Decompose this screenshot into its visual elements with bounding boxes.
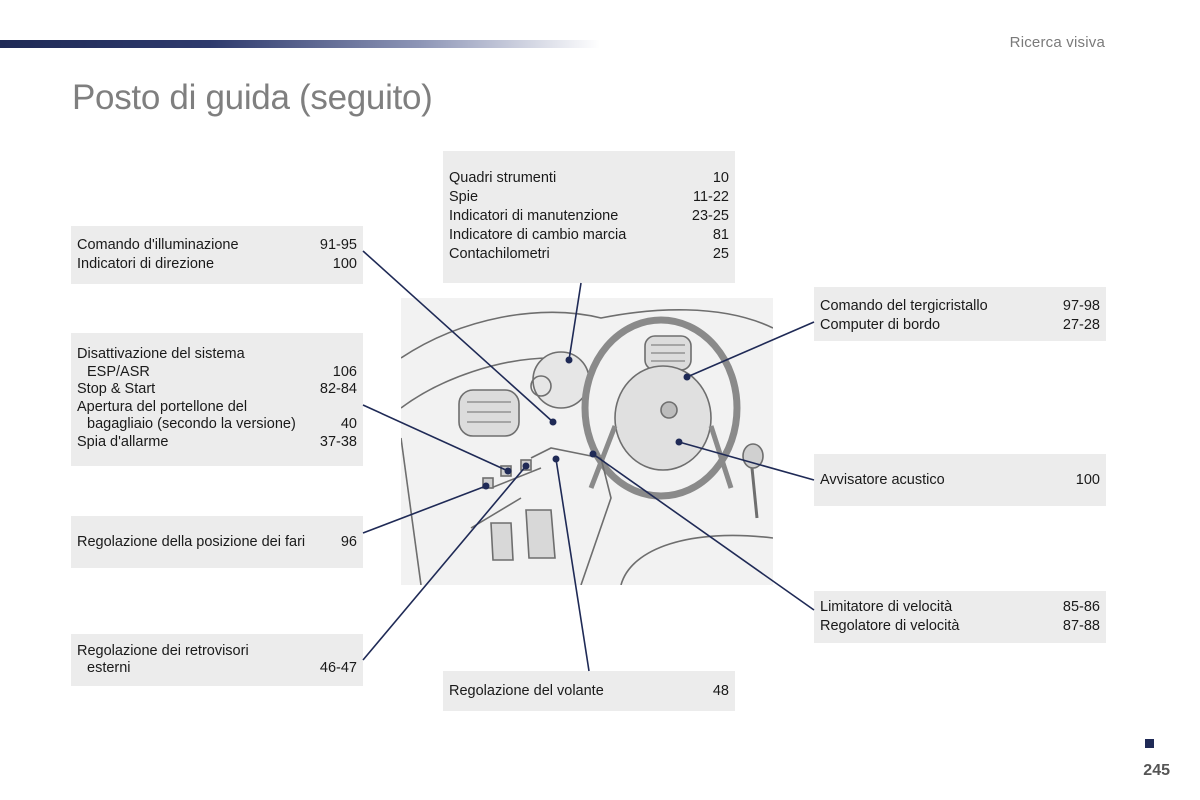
list-item: bagagliaio (secondo la versione)40 <box>87 416 357 432</box>
dashboard-drawing <box>400 309 774 586</box>
list-item: Regolazione dei retrovisori <box>77 643 249 659</box>
header-accent-bar <box>0 40 600 48</box>
page-number: 245 <box>1143 762 1170 779</box>
list-item: Disattivazione del sistema <box>77 346 245 362</box>
dashboard-illustration <box>400 298 774 586</box>
page-marker-square <box>1145 739 1154 748</box>
section-label: Ricerca visiva <box>1009 34 1105 51</box>
list-item: Apertura del portellone del <box>77 398 248 415</box>
page-title: Posto di guida (seguito) <box>72 78 433 117</box>
